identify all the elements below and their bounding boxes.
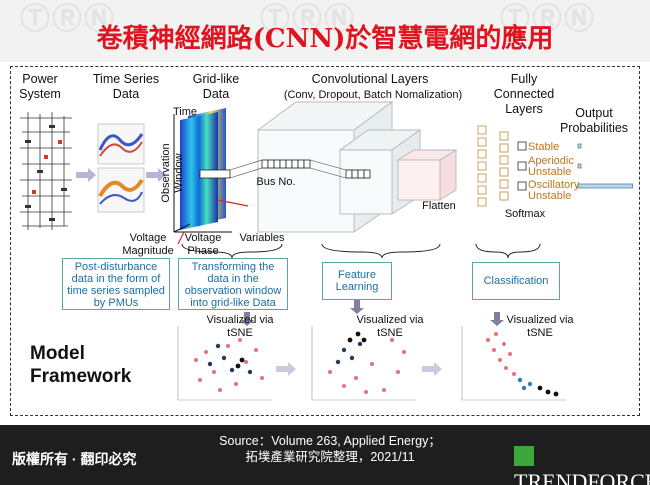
label-softmax: Softmax xyxy=(504,208,546,220)
watermark-logo: ⓉⓇⓃ xyxy=(260,3,356,36)
label-fully-connected: Fully Connected Layers xyxy=(493,72,555,116)
conv-kernels xyxy=(199,159,371,179)
output-stable: Stable xyxy=(528,141,560,153)
power-system-schematic xyxy=(20,112,72,230)
watermark-logo: ⓉⓇⓃ xyxy=(20,3,116,36)
output-prob-bar xyxy=(577,163,582,169)
label-variables: Variables xyxy=(239,232,285,244)
label-power-system: Power System xyxy=(19,72,61,101)
tsne-plot-1 xyxy=(177,326,272,401)
header-band: ⓉⓇⓃ ⓉⓇⓃ ⓉⓇⓃ xyxy=(0,0,650,62)
label-time-series: Time Series Data xyxy=(92,72,160,101)
label-tsne-3: Visualized via tSNE xyxy=(506,314,574,339)
label-conv-layers: Convolutional Layers xyxy=(311,72,429,86)
output-aperiodic-unstable: Aperiodic Unstable xyxy=(528,155,574,178)
label-tsne-1: Visualized via tSNE xyxy=(206,314,274,339)
label-grid-like: Grid-like Data xyxy=(192,72,240,101)
tsne-plot-3 xyxy=(461,326,566,401)
box-feature-learning: Feature Learning xyxy=(322,262,392,300)
label-bus-no: Bus No. xyxy=(256,176,296,188)
output-bars xyxy=(577,143,633,189)
source-line-1: Source：Volume 263, Applied Energy； xyxy=(219,434,441,448)
tsne-plot-2 xyxy=(311,326,416,401)
label-model-framework: Model Framework xyxy=(30,343,132,387)
source-text: Source：Volume 263, Applied Energy； 拓墣產業研… xyxy=(180,433,480,465)
label-observation-window: Observation Window xyxy=(160,143,185,203)
conv-blocks xyxy=(256,101,458,233)
copyright-text: 版權所有 · 翻印必究 xyxy=(12,451,137,467)
label-flatten: Flatten xyxy=(422,200,456,212)
label-conv-sub: (Conv, Dropout, Batch Nomalization) xyxy=(283,89,463,101)
source-line-2: 拓墣產業研究院整理，2021/11 xyxy=(245,450,415,464)
label-time: Time xyxy=(172,106,198,118)
label-voltage-phase: Voltage Phase xyxy=(184,232,222,257)
logo-mark-icon xyxy=(514,446,534,466)
watermark-logo: ⓉⓇⓃ xyxy=(500,3,596,36)
label-voltage-magnitude: Voltage Magnitude xyxy=(122,232,174,257)
label-output: Output Probabilities xyxy=(559,106,629,135)
output-oscillatory-unstable: Oscillatory Unstable xyxy=(528,179,580,202)
trendforce-logo: TRENDFORCE xyxy=(514,443,650,485)
grid-like-data xyxy=(173,108,249,245)
label-tsne-2: Visualized via tSNE xyxy=(356,314,424,339)
page-title: 卷積神經網路(CNN)於智慧電網的應用 xyxy=(96,24,554,54)
fc-neurons xyxy=(477,125,509,207)
footer-band xyxy=(0,425,650,485)
time-series-plots xyxy=(97,123,145,213)
output-prob-bar xyxy=(577,143,582,149)
box-post-disturbance: Post-disturbance data in the form of tim… xyxy=(62,258,170,310)
output-prob-bar xyxy=(577,183,633,189)
box-transforming: Transforming the data in the observation… xyxy=(178,258,288,310)
box-classification: Classification xyxy=(472,262,560,300)
